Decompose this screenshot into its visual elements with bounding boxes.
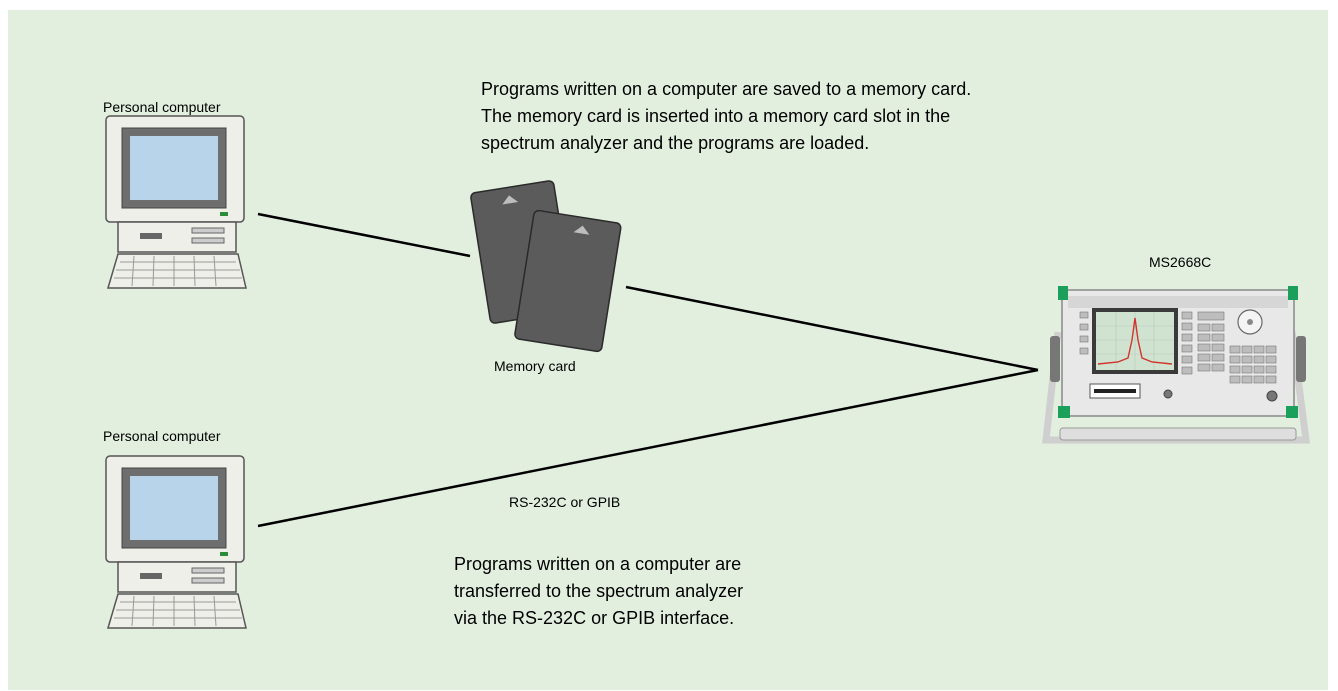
- line-computer-to-card: [257, 212, 471, 258]
- spectrum-analyzer-icon: [1042, 286, 1310, 444]
- analyzer-model-label: MS2668C: [1149, 254, 1212, 270]
- line-card-to-analyzer: [625, 285, 1039, 372]
- bottom-description: Programs written on a computer are trans…: [454, 554, 744, 628]
- memory-card-label: Memory card: [494, 358, 576, 374]
- connection-label: RS-232C or GPIB: [509, 494, 621, 510]
- personal-computer-label-bottom: Personal computer: [103, 428, 221, 444]
- line-computer-to-analyzer: [257, 368, 1039, 528]
- personal-computer-label-top: Personal computer: [103, 99, 221, 115]
- personal-computer-icon: [105, 115, 247, 289]
- connection-lines: [257, 212, 1039, 528]
- personal-computer-icon: [105, 455, 247, 629]
- memory-card-icon: [470, 180, 622, 353]
- top-description: Programs written on a computer are saved…: [481, 79, 972, 153]
